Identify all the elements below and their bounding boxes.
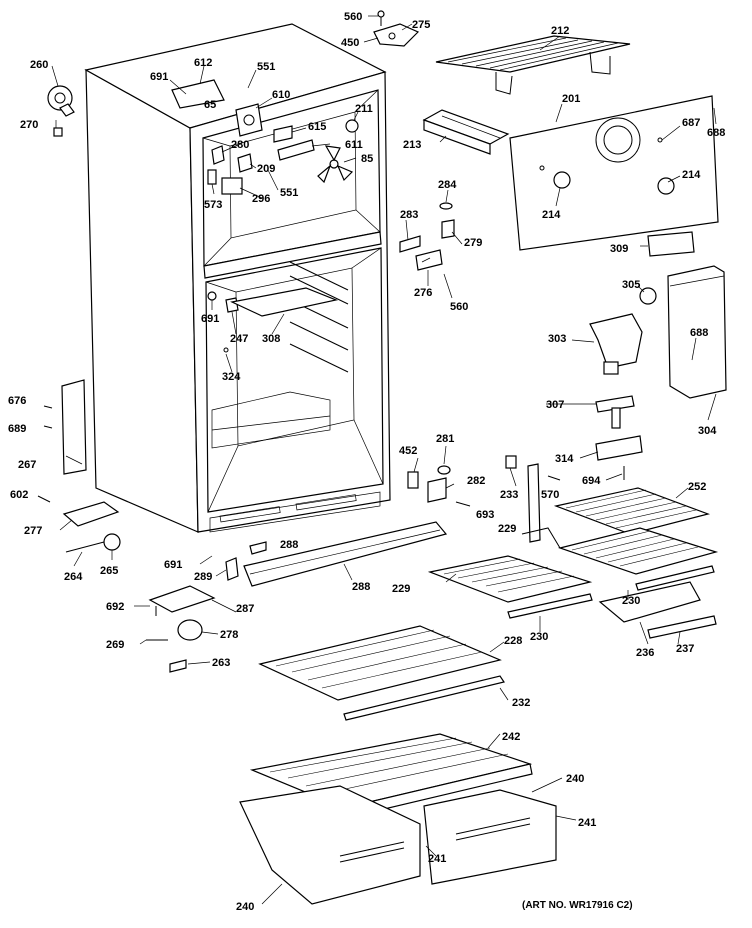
callout-560: 560 <box>344 11 362 23</box>
callout-303: 303 <box>548 333 566 345</box>
callout-213: 213 <box>403 139 421 151</box>
callout-211: 211 <box>355 103 373 115</box>
callout-280: 280 <box>231 139 249 151</box>
cabinet-components <box>37 10 727 673</box>
callout-214: 214 <box>682 169 701 181</box>
callout-693: 693 <box>476 509 494 521</box>
callout-275: 275 <box>412 19 430 31</box>
callout-232: 232 <box>512 697 530 709</box>
callout-307: 307 <box>546 399 564 411</box>
callout-688: 688 <box>707 127 725 139</box>
callout-283: 283 <box>400 209 418 221</box>
callout-551: 551 <box>280 187 298 199</box>
callout-260: 260 <box>30 59 48 71</box>
callout-560: 560 <box>450 301 468 313</box>
callout-233: 233 <box>500 489 518 501</box>
callout-230: 230 <box>530 631 548 643</box>
shelves-and-drawers <box>239 487 719 905</box>
callout-270: 270 <box>20 119 38 131</box>
callout-692: 692 <box>106 601 124 613</box>
callout-452: 452 <box>399 445 417 457</box>
callout-276: 276 <box>414 287 432 299</box>
callout-284: 284 <box>438 179 457 191</box>
callout-305: 305 <box>622 279 640 291</box>
callout-694: 694 <box>582 475 601 487</box>
callout-229: 229 <box>498 523 516 535</box>
callout-602: 602 <box>10 489 28 501</box>
callout-691: 691 <box>164 559 182 571</box>
callout-281: 281 <box>436 433 454 445</box>
callout-610: 610 <box>272 89 290 101</box>
callout-551: 551 <box>257 61 275 73</box>
callout-242: 242 <box>502 731 520 743</box>
callout-296: 296 <box>252 193 270 205</box>
callout-237: 237 <box>676 643 694 655</box>
callout-691: 691 <box>150 71 168 83</box>
callout-85: 85 <box>361 153 373 165</box>
callout-691: 691 <box>201 313 219 325</box>
callout-687: 687 <box>682 117 700 129</box>
freezer-wire-shelf <box>435 35 631 95</box>
callout-277: 277 <box>24 525 42 537</box>
callout-288: 288 <box>280 539 298 551</box>
leader-lines <box>51 15 717 905</box>
callout-309: 309 <box>610 243 628 255</box>
callout-201: 201 <box>562 93 580 105</box>
callout-324: 324 <box>222 371 241 383</box>
callout-282: 282 <box>467 475 485 487</box>
callout-209: 209 <box>257 163 275 175</box>
callout-247: 247 <box>230 333 248 345</box>
callout-676: 676 <box>8 395 26 407</box>
callout-288: 288 <box>352 581 370 593</box>
callout-612: 612 <box>194 57 212 69</box>
callout-615: 615 <box>308 121 326 133</box>
callout-573: 573 <box>204 199 222 211</box>
callout-240: 240 <box>566 773 584 785</box>
callout-264: 264 <box>64 571 83 583</box>
callout-287: 287 <box>236 603 254 615</box>
callout-304: 304 <box>698 425 717 437</box>
callout-611: 611 <box>345 139 363 151</box>
callout-240: 240 <box>236 901 254 913</box>
callout-241: 241 <box>578 817 596 829</box>
art-number: (ART NO. WR17916 C2) <box>522 900 633 911</box>
callout-688: 688 <box>690 327 708 339</box>
callout-265: 265 <box>100 565 118 577</box>
callout-241: 241 <box>428 853 446 865</box>
callout-65: 65 <box>204 99 216 111</box>
callout-278: 278 <box>220 629 238 641</box>
callout-229: 229 <box>392 583 410 595</box>
callout-236: 236 <box>636 647 654 659</box>
refrigerator-cabinet <box>84 23 391 533</box>
callout-279: 279 <box>464 237 482 249</box>
callout-labels: 560 275 450 212 260 612 551 691 65 610 2… <box>8 11 725 913</box>
callout-269: 269 <box>106 639 124 651</box>
callout-450: 450 <box>341 37 359 49</box>
callout-267: 267 <box>18 459 36 471</box>
callout-289: 289 <box>194 571 212 583</box>
callout-214: 214 <box>542 209 561 221</box>
callout-570: 570 <box>541 489 559 501</box>
callout-263: 263 <box>212 657 230 669</box>
callout-689: 689 <box>8 423 26 435</box>
callout-314: 314 <box>555 453 574 465</box>
callout-230: 230 <box>622 595 640 607</box>
callout-252: 252 <box>688 481 706 493</box>
callout-308: 308 <box>262 333 280 345</box>
callout-212: 212 <box>551 25 569 37</box>
callout-228: 228 <box>504 635 522 647</box>
